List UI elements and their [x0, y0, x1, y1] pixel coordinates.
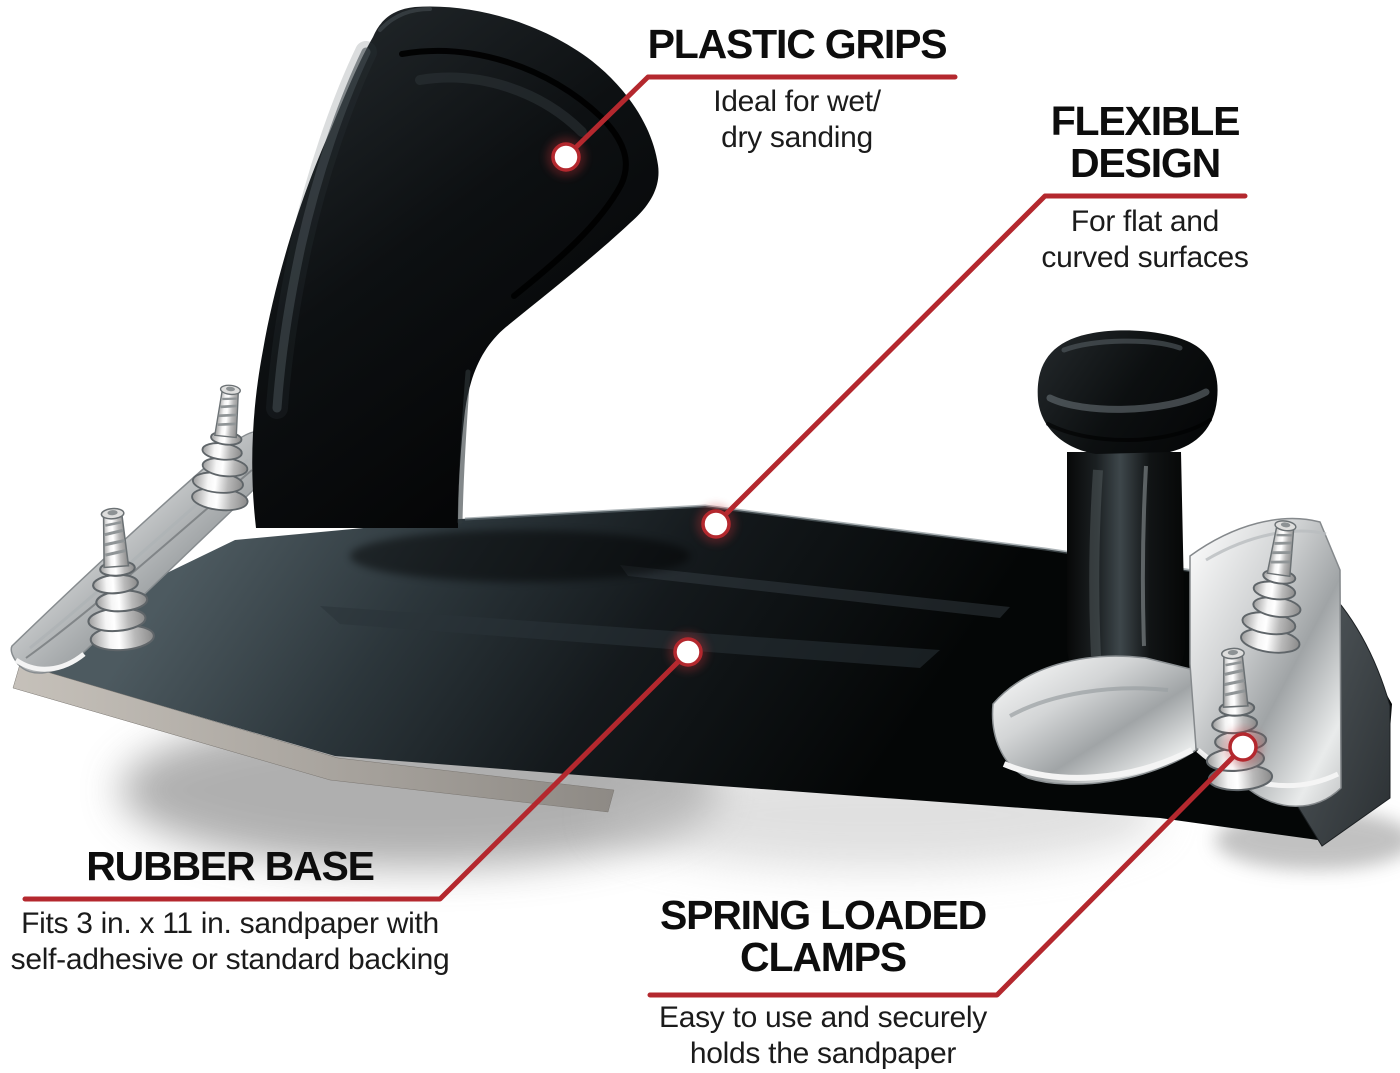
- rubber-base-callout-dot: [668, 632, 708, 672]
- rubber-base-title-line: RUBBER BASE: [86, 843, 375, 889]
- plastic-grips-title-line: PLASTIC GRIPS: [647, 21, 948, 67]
- spring-clamps-title-line: CLAMPS: [740, 934, 907, 980]
- spring-clamps-callout-dot: [1223, 727, 1263, 767]
- flexible-design-callout-line: [713, 193, 1248, 527]
- flexible-design-sub-line: curved surfaces: [1041, 241, 1249, 274]
- callout-dots: [546, 137, 1263, 767]
- rubber-base-title: RUBBER BASE: [86, 843, 375, 889]
- right-spring-clamp: [991, 515, 1342, 807]
- spring-clamps-description: Easy to use and securely holds the sandp…: [659, 1000, 987, 1072]
- plastic-grips-callout-line: [563, 74, 958, 160]
- rear-knob: [1037, 330, 1218, 692]
- rubber-base-sub-line: self-adhesive or standard backing: [10, 943, 450, 976]
- spring-clamps-sub-line: Easy to use and securely: [659, 1001, 987, 1034]
- rubber-base-description: Fits 3 in. x 11 in. sandpaper with self-…: [11, 906, 450, 978]
- spring-clamps-sub-line: holds the sandpaper: [689, 1037, 957, 1070]
- plastic-grips-sub-line: dry sanding: [721, 121, 873, 154]
- spring-clamps-title: SPRING LOADED CLAMPS: [659, 892, 987, 980]
- flexible-design-title: FLEXIBLE DESIGN: [1050, 98, 1241, 186]
- callout-lines: [22, 74, 1248, 998]
- flexible-design-description: For flat and curved surfaces: [1041, 204, 1249, 276]
- flexible-design-title-line: FLEXIBLE: [1050, 98, 1241, 144]
- plastic-grips-callout-dot: [546, 137, 586, 177]
- sander-handle: [252, 6, 659, 529]
- rubber-base-sub-line: Fits 3 in. x 11 in. sandpaper with: [21, 907, 439, 940]
- spring-clamps-callout-line: [647, 744, 1246, 998]
- plastic-grips-description: Ideal for wet/ dry sanding: [713, 84, 881, 156]
- flexible-design-title-line: DESIGN: [1069, 140, 1221, 186]
- left-spring-clamp: [10, 381, 273, 674]
- sandpaper-edge: [12, 663, 615, 813]
- rubber-base-callout-line: [22, 649, 691, 902]
- plastic-grips-sub-line: Ideal for wet/: [713, 85, 881, 118]
- flexible-design-callout-dot: [696, 504, 736, 544]
- flexible-design-sub-line: For flat and: [1070, 205, 1220, 238]
- plastic-grips-title: PLASTIC GRIPS: [647, 21, 948, 67]
- spring-clamps-title-line: SPRING LOADED: [659, 892, 987, 938]
